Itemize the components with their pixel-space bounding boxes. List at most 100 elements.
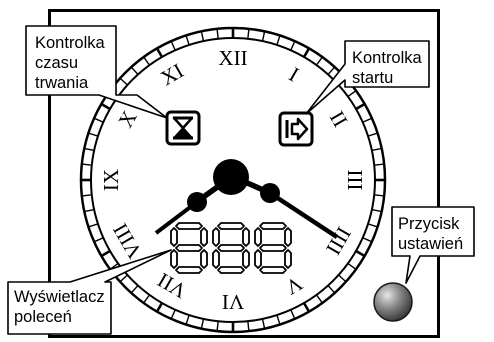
display-segment (175, 222, 203, 230)
svg-text:Wyświetlacz: Wyświetlacz (14, 288, 105, 306)
minute-tick (261, 318, 266, 329)
display-segment (200, 249, 208, 269)
minute-tick (130, 66, 139, 75)
minute-tick (119, 77, 128, 86)
minute-tick (327, 66, 336, 75)
minute-tick (374, 194, 385, 197)
display-segment (242, 249, 250, 269)
minute-tick (290, 309, 296, 320)
display-segment (212, 227, 220, 247)
display-segment (217, 266, 245, 274)
minute-tick (100, 102, 111, 111)
minute-tick (185, 314, 190, 325)
display-segment (170, 227, 178, 247)
minute-tick (143, 56, 151, 66)
minute-tick (302, 47, 311, 58)
start-arrow-icon (278, 111, 314, 147)
minute-tick (170, 309, 176, 320)
minute-tick (338, 274, 347, 283)
minute-tick (81, 163, 92, 166)
display-segment (259, 244, 287, 252)
hand-hub (213, 159, 249, 195)
minute-tick (84, 147, 95, 152)
numeral-xii: XII (218, 46, 247, 70)
minute-tick (247, 28, 250, 39)
callout-duration: Kontrolka czasu trwania (25, 25, 168, 119)
minute-tick (347, 262, 357, 270)
callout-duration-line-3: trwania (35, 74, 89, 92)
minute-tick (88, 132, 99, 137)
callout-button: Przycisk ustawień (391, 206, 475, 284)
hand-right-tail (268, 191, 339, 239)
display-segment (259, 266, 287, 274)
hourglass-icon (165, 110, 201, 146)
numeral-ix: IX (99, 169, 123, 191)
minute-tick (93, 237, 104, 243)
svg-text:czasu: czasu (35, 54, 78, 72)
callout-display-line-1: Wyświetlacz (14, 288, 105, 306)
callout-display-line-2: poleceń (14, 308, 72, 326)
minute-tick (347, 90, 357, 98)
minute-tick (327, 285, 336, 294)
minute-tick (315, 294, 323, 304)
minute-tick (93, 117, 104, 123)
minute-tick (302, 302, 311, 313)
svg-text:ustawień: ustawień (398, 235, 463, 253)
minute-tick (362, 117, 373, 123)
display-segment (200, 227, 208, 247)
minute-tick (367, 223, 378, 228)
display-segment (284, 249, 292, 269)
display-segment (217, 222, 245, 230)
minute-tick (374, 163, 385, 166)
numeral-iii: III (343, 170, 367, 191)
minute-tick (200, 31, 205, 42)
callout-start-line-1: Kontrolka (352, 49, 423, 67)
minute-tick (371, 208, 382, 213)
minute-tick (247, 321, 250, 332)
svg-text:startu: startu (352, 69, 393, 87)
callout-display: Wyświetlacz poleceń (7, 249, 172, 335)
callout-duration-line-2: czasu (35, 54, 78, 72)
minute-tick (261, 31, 266, 42)
minute-tick (216, 321, 219, 332)
minute-tick (130, 285, 139, 294)
minute-tick (185, 35, 190, 46)
display-segment (170, 249, 178, 269)
display-digit (212, 222, 250, 274)
svg-text:Kontrolka: Kontrolka (352, 49, 423, 67)
svg-text:Przycisk: Przycisk (398, 215, 460, 233)
minute-tick (84, 208, 95, 213)
display-segment (212, 249, 220, 269)
svg-text:poleceń: poleceń (14, 308, 72, 326)
callout-start: Kontrolka startu (305, 40, 430, 115)
callout-button-line-2: ustawień (398, 235, 463, 253)
hand-joint-left (187, 192, 207, 212)
callout-duration-line-1: Kontrolka (35, 34, 106, 52)
display-segment (242, 227, 250, 247)
display-digit (254, 222, 292, 274)
svg-text:Kontrolka: Kontrolka (35, 34, 106, 52)
minute-tick (355, 102, 366, 111)
minute-tick (367, 132, 378, 137)
minute-tick (216, 28, 219, 39)
minute-tick (88, 223, 99, 228)
minute-tick (170, 40, 176, 51)
minute-tick (315, 56, 323, 66)
minute-tick (155, 47, 164, 58)
minute-tick (81, 194, 92, 197)
display-segment (284, 227, 292, 247)
svg-text:trwania: trwania (35, 74, 89, 92)
display-segment (254, 227, 262, 247)
callout-start-line-2: startu (352, 69, 393, 87)
callout-button-line-1: Przycisk (398, 215, 460, 233)
minute-tick (362, 237, 373, 243)
minute-tick (155, 302, 164, 313)
minute-tick (143, 294, 151, 304)
display-segment (254, 249, 262, 269)
display-segment (217, 244, 245, 252)
numeral-vi: VI (222, 290, 244, 314)
setting-button[interactable] (373, 282, 413, 322)
minute-tick (276, 314, 281, 325)
display-digit (170, 222, 208, 274)
